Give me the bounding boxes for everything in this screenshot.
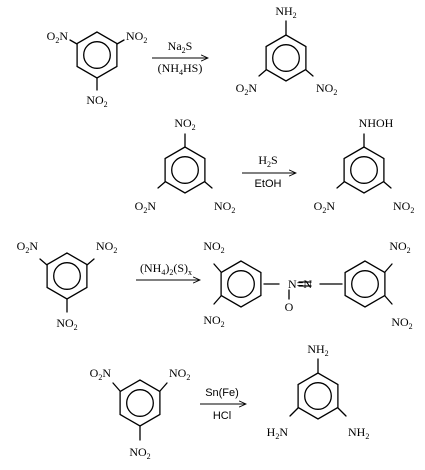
benzene-hexagon [265,34,307,82]
substituent-label: NO2 [203,239,224,255]
substituent-label: O2N [17,239,39,255]
bond [112,382,121,392]
reagent-above: Na2S [168,39,193,55]
bond [383,181,392,189]
aromatic-circle [272,44,300,72]
reagent-above: Sn(Fe) [205,387,239,399]
reactant-2-ring [164,146,206,194]
substituent-label: NO2 [96,239,117,255]
bond [86,258,95,266]
bond [289,407,299,417]
substituent-label: NO2 [129,445,150,461]
aromatic-circle [304,382,332,410]
aromatic-circle [350,156,378,184]
reaction-2: NO2 O2N NO2 H2S EtOH NHOH O2N NO2 [135,116,415,215]
bond [213,295,222,305]
bond [204,181,213,189]
bond [39,258,48,266]
substituent-label: NHOH [359,116,394,130]
product-3-right-ring [344,260,386,308]
substituent-label: NO2 [169,366,190,382]
substituent-label: O2N [314,199,336,215]
product-2-ring [343,146,385,194]
substituent-label: O2N [135,199,157,215]
bond [305,69,314,77]
bond [116,39,125,45]
substituent-label: NO2 [86,93,107,109]
benzene-hexagon [164,146,206,194]
reagent-below: (NH4HS) [158,61,203,77]
aromatic-circle [351,270,379,298]
bond [258,69,267,77]
azo-group: N=N [288,277,312,291]
aromatic-circle [126,389,154,417]
substituent-label: NH2 [275,4,296,20]
aromatic-circle [53,262,81,290]
reagent-below: HCl [213,410,231,422]
substituent-label: NO2 [56,316,77,332]
bond [69,39,78,45]
reaction-1: O2N NO2 NO2 Na2S (NH4HS) NH2 O2N NO2 [47,4,338,109]
substituent-label: NO2 [316,81,337,97]
reactant-3-ring [46,252,88,300]
product-1-ring [265,34,307,82]
reagent-above: (NH4)2(S)x [140,261,192,277]
reagent-below: EtOH [255,178,282,190]
oxide-oxygen: O [285,300,294,314]
substituent-label: NO2 [391,315,412,331]
product-4-ring [297,372,339,420]
substituent-label: NO2 [393,199,414,215]
substituent-label: NH2 [307,342,328,358]
substituent-label: NO2 [214,199,235,215]
substituent-label: O2N [90,366,112,382]
product-3-left-ring [220,260,262,308]
substituent-label: NO2 [174,116,195,132]
aromatic-circle [83,41,111,69]
reactant-1-ring [76,31,118,79]
substituent-label: H2N [267,425,289,441]
bond [213,263,222,273]
substituent-label: NO2 [126,29,147,45]
aromatic-circle [227,270,255,298]
reaction-3: O2N NO2 NO2 (NH4)2(S)x NO2 NO2 N=N O NO2… [17,239,413,332]
reagent-above: H2S [258,153,277,169]
bond [159,382,168,392]
benzene-hexagon [297,372,339,420]
bond [384,263,393,273]
substituent-label: O2N [47,29,69,45]
bond [384,295,393,305]
substituent-label: NO2 [389,239,410,255]
bond [336,181,345,189]
aromatic-circle [171,156,199,184]
substituent-label: O2N [236,81,258,97]
benzene-hexagon [343,146,385,194]
bond [337,407,347,417]
substituent-label: NO2 [203,313,224,329]
reactant-4-ring [119,379,161,427]
bond [157,181,166,189]
reaction-4: O2N NO2 NO2 Sn(Fe) HCl NH2 H2N NH2 [90,342,370,461]
substituent-label: NH2 [348,425,369,441]
